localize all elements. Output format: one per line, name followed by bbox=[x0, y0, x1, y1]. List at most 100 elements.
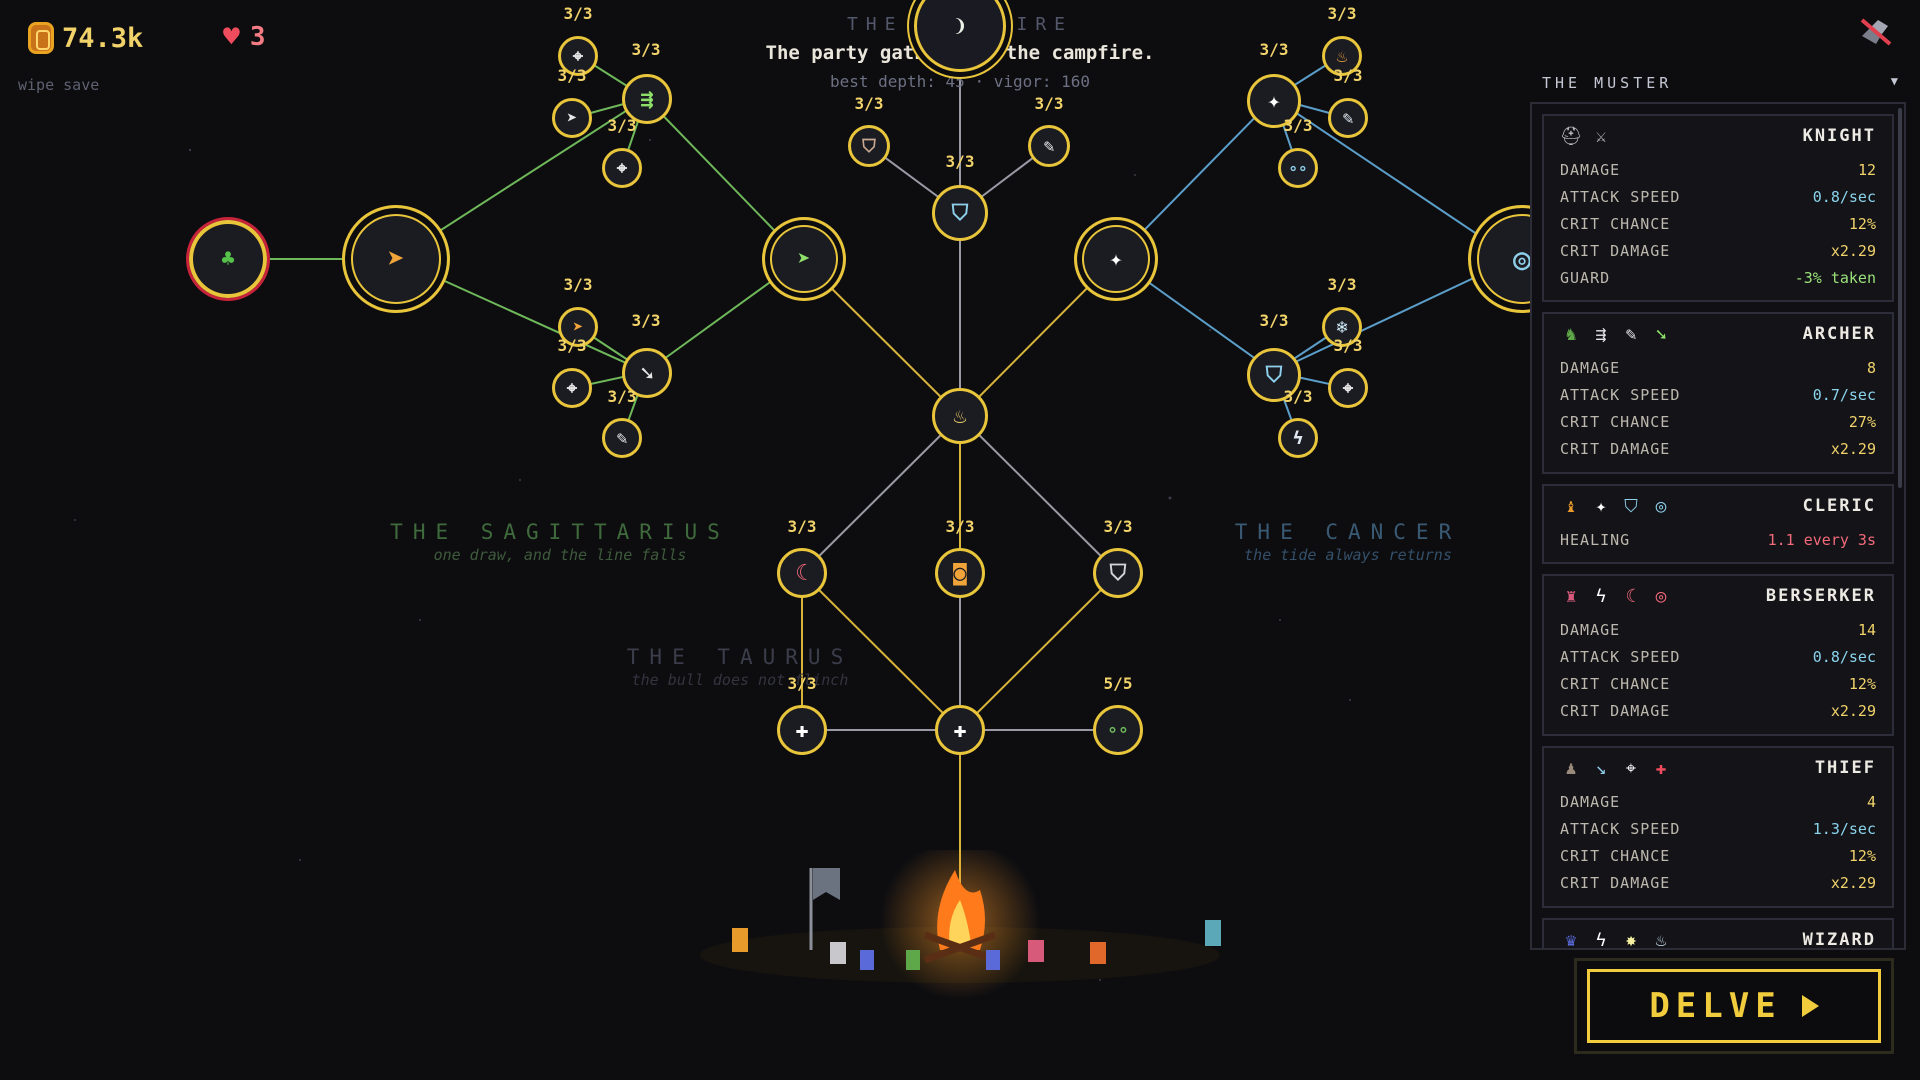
sagittarius-arrow-node-b[interactable]: ➤ bbox=[558, 307, 598, 347]
level-label: 3/3 bbox=[787, 517, 817, 536]
flame-icon: ♨ bbox=[1336, 45, 1348, 67]
core-shield-node-left[interactable]: ⛉ bbox=[848, 125, 890, 167]
lives-count: 3 bbox=[249, 21, 266, 52]
armored-sprite-icon bbox=[830, 942, 846, 964]
delve-button-frame: DELVE bbox=[1574, 958, 1894, 1054]
level-label: 3/3 bbox=[557, 336, 587, 355]
arrow-icon: ➘ bbox=[1655, 323, 1667, 345]
sagittarius-link-node[interactable]: ➤ bbox=[762, 217, 846, 301]
sagittarius-aim-node-a[interactable]: ⌖ bbox=[558, 36, 598, 76]
core-guard-node[interactable]: ⛉ bbox=[932, 185, 988, 241]
sagittarius-aim-node-c[interactable]: ⌖ bbox=[552, 368, 592, 408]
crosshair-icon: ⌖ bbox=[572, 45, 584, 67]
core-feather-node-right[interactable]: ✎ bbox=[1028, 125, 1070, 167]
cancer-shield-node[interactable]: ⛉ bbox=[1247, 348, 1301, 402]
core-gold-node[interactable]: ◙ bbox=[935, 548, 985, 598]
campfire-scene bbox=[700, 850, 1221, 1000]
wipe-save-link[interactable]: wipe save bbox=[18, 76, 100, 94]
core-bubbles-node[interactable]: ∘∘ bbox=[1093, 705, 1143, 755]
cancer-flame-node[interactable]: ♨ bbox=[1322, 36, 1362, 76]
level-label: 3/3 bbox=[1327, 275, 1357, 294]
sagittarius-start-node[interactable]: ♣ bbox=[186, 217, 270, 301]
sagittarius-arrow-node-a[interactable]: ➤ bbox=[552, 98, 592, 138]
heart-icon: ♥ bbox=[223, 20, 240, 53]
wizard-sprite-icon bbox=[860, 950, 874, 970]
arrow-volley-icon: ⇶ bbox=[640, 86, 654, 112]
cancer-frost-node[interactable]: ❄ bbox=[1322, 307, 1362, 347]
shield-icon: ⛉ bbox=[1265, 362, 1283, 388]
rage-ring-icon: ◎ bbox=[1655, 585, 1667, 607]
sagittarius-aim-node-b[interactable]: ⌖ bbox=[602, 148, 642, 188]
chevron-down-icon[interactable]: ▼ bbox=[1890, 74, 1902, 88]
core-campfire-node[interactable]: ♨ bbox=[932, 388, 988, 444]
sparkle-icon: ✦ bbox=[1595, 495, 1607, 517]
sparkle-icon: ✦ bbox=[1267, 88, 1281, 114]
level-label: 3/3 bbox=[1327, 4, 1357, 23]
shield-icon: ⛉ bbox=[951, 200, 969, 226]
crossbow-icon: ⚔ bbox=[1595, 125, 1607, 147]
taurus-heal-node[interactable]: ✚ bbox=[777, 705, 827, 755]
cancer-bolt-node[interactable]: ϟ bbox=[1278, 418, 1318, 458]
berserker-icon: ♜ bbox=[1565, 585, 1577, 607]
bubbles-icon: ∘∘ bbox=[1107, 719, 1129, 741]
bubbles-icon: ∘∘ bbox=[1288, 158, 1308, 178]
gold-counter: 74.3k bbox=[28, 22, 143, 54]
muster-header[interactable]: THE MUSTER ▼ bbox=[1542, 74, 1902, 92]
sagittarius-pierce-node[interactable]: ➘ bbox=[622, 348, 672, 398]
archer-sprite-icon bbox=[906, 950, 920, 970]
core-heal-node[interactable]: ✚ bbox=[935, 705, 985, 755]
cancer-feather-node[interactable]: ✎ bbox=[1328, 98, 1368, 138]
heal-cross-icon: ✚ bbox=[795, 717, 809, 743]
sagittarius-feather-node[interactable]: ✎ bbox=[602, 418, 642, 458]
sagittarius-major-node[interactable]: ➤ bbox=[342, 205, 450, 313]
level-label: 3/3 bbox=[1283, 387, 1313, 406]
delve-button[interactable]: DELVE bbox=[1587, 969, 1881, 1043]
muster-title: THE MUSTER bbox=[1542, 74, 1673, 92]
hero-card-wizard[interactable]: ♛ ϟ ✸ ♨ WIZARD bbox=[1542, 918, 1894, 950]
sparkle-icon: ✦ bbox=[1109, 246, 1123, 272]
level-label: 3/3 bbox=[1333, 336, 1363, 355]
shield-icon: ⛉ bbox=[1109, 560, 1127, 586]
shield-icon: ⛉ bbox=[1624, 495, 1638, 517]
sagittarius-volley-node[interactable]: ⇶ bbox=[622, 74, 672, 124]
cleric-icon: ♝ bbox=[1565, 495, 1577, 517]
mute-icon bbox=[1860, 18, 1892, 46]
blood-drop-icon: ✚ bbox=[1655, 757, 1667, 779]
bolt-icon: ϟ bbox=[1595, 929, 1607, 950]
cancer-bubbles-node[interactable]: ∘∘ bbox=[1278, 148, 1318, 188]
level-label: 3/3 bbox=[607, 116, 637, 135]
campfire-icon: ♨ bbox=[953, 403, 967, 429]
cancer-sparkle-node[interactable]: ✦ bbox=[1247, 74, 1301, 128]
muster-scrollbar[interactable] bbox=[1898, 108, 1902, 488]
cancer-aim-node[interactable]: ⌖ bbox=[1328, 368, 1368, 408]
core-shield-node-mid[interactable]: ⛉ bbox=[1093, 548, 1143, 598]
level-label: 3/3 bbox=[1283, 116, 1313, 135]
level-label: 3/3 bbox=[1103, 517, 1133, 536]
crescent-icon: ☾ bbox=[1625, 585, 1637, 607]
wizard-icon: ♛ bbox=[1565, 929, 1577, 950]
archer-icon: ♞ bbox=[1565, 323, 1577, 345]
mute-sound-button[interactable] bbox=[1858, 16, 1894, 48]
dagger-icon: ↘ bbox=[1595, 757, 1607, 779]
snowflake-icon: ❄ bbox=[1336, 316, 1348, 338]
campfire-root-node[interactable]: ❩ bbox=[914, 0, 1006, 72]
taurus-moon-node[interactable]: ☾ bbox=[777, 548, 827, 598]
stat-row: GUARD-3% taken bbox=[1560, 268, 1876, 287]
cancer-link-node[interactable]: ✦ bbox=[1074, 217, 1158, 301]
crosshair-icon: ⌖ bbox=[1342, 377, 1354, 399]
leaf-icon: ♣ bbox=[221, 246, 235, 272]
